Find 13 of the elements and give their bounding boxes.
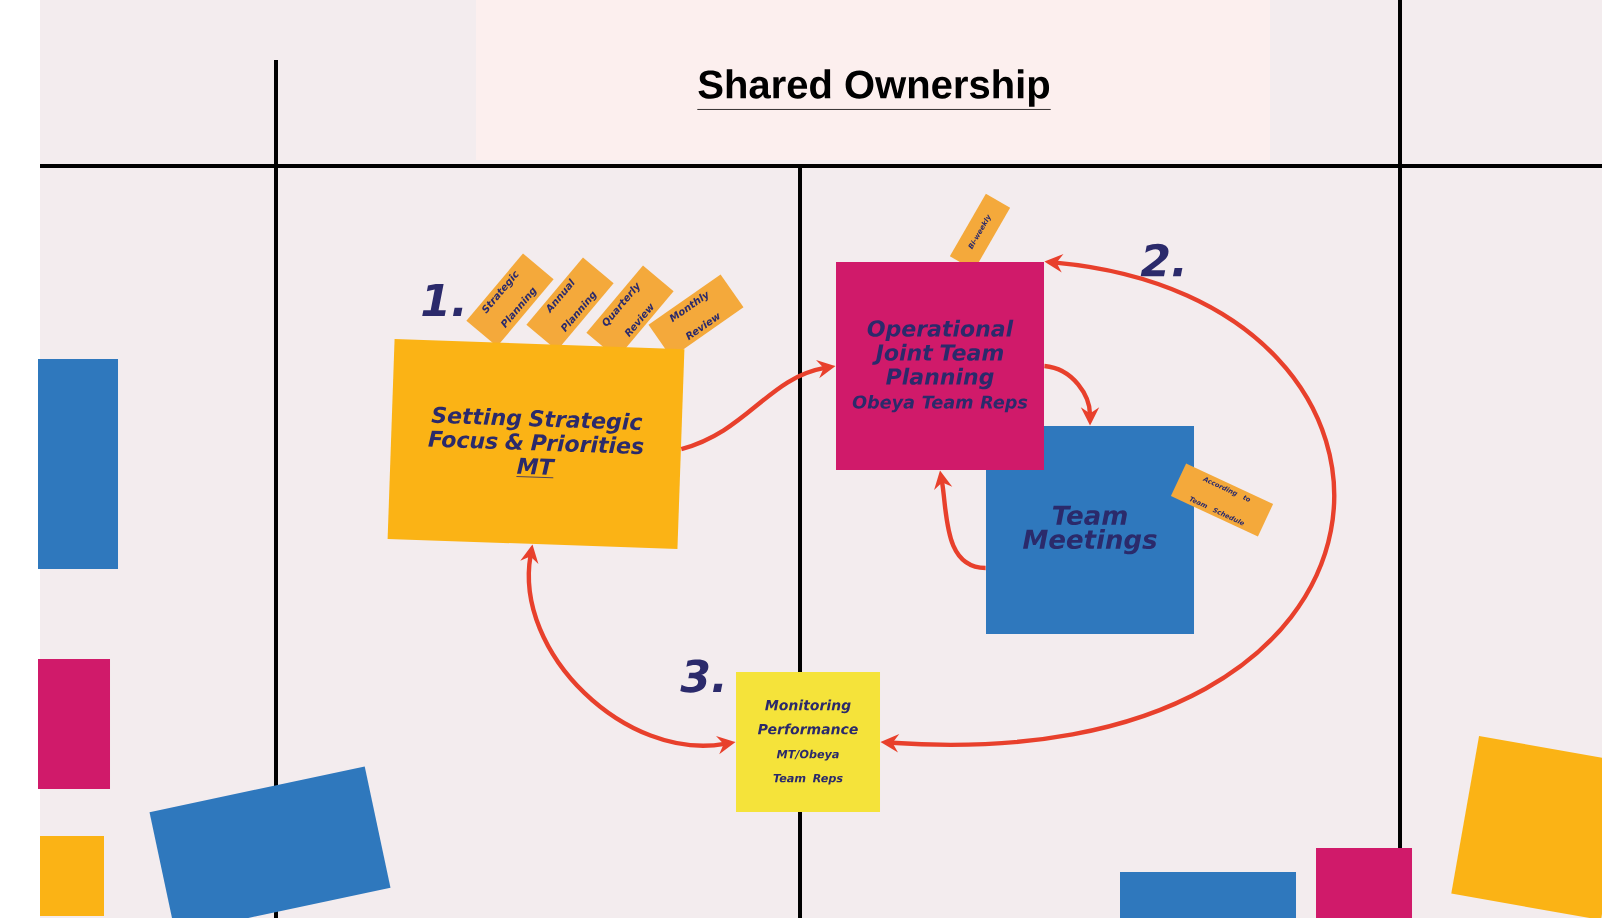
sticky-note: Operational Joint Team Planning Obeya Team Reps xyxy=(836,262,1044,470)
title-card: Shared Ownership xyxy=(476,0,1270,160)
sticky-note xyxy=(38,659,110,789)
sticky-note xyxy=(38,359,118,569)
sticky-note xyxy=(149,766,391,918)
step-number: 3. xyxy=(680,659,723,693)
sticky-note xyxy=(1120,872,1296,918)
sticky-note xyxy=(1316,848,1412,918)
step-number: 2. xyxy=(1140,243,1183,277)
sticky-note: Setting Strategic Focus & Priorities MT xyxy=(387,339,685,549)
step-number: 1. xyxy=(422,283,463,317)
sticky-note xyxy=(40,836,104,916)
sticky-note xyxy=(1451,736,1602,918)
